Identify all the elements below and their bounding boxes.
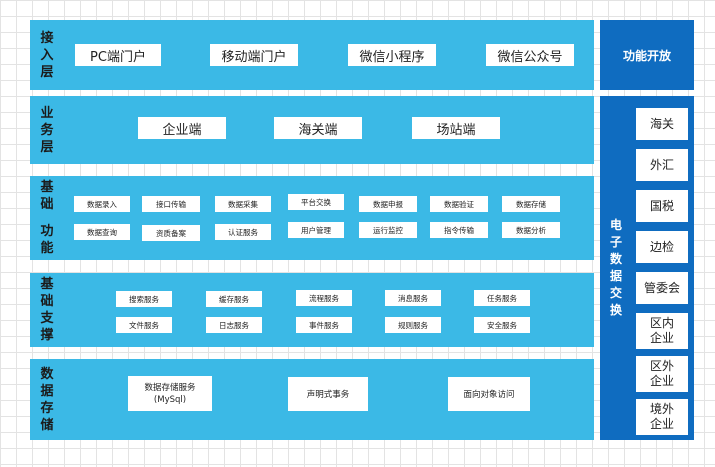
exchange-foreign-exchange[interactable]: 外汇: [636, 149, 688, 181]
support-message-service[interactable]: 消息服务: [385, 290, 441, 306]
func-data-validation[interactable]: 数据验证: [430, 196, 488, 212]
exchange-out-zone-enterprise[interactable]: 区外 企业: [636, 356, 688, 392]
support-security-service[interactable]: 安全服务: [474, 317, 530, 333]
data-storage-layer-label: 数 据 存 储: [40, 366, 54, 433]
func-data-collection[interactable]: 数据采集: [215, 196, 271, 212]
business-layer: 业 务 层 企业端 海关端 场站端: [30, 96, 594, 164]
data-storage-layer: 数 据 存 储 数据存储服务 (MySql) 声明式事务 面向对象访问: [30, 359, 594, 440]
func-data-declaration[interactable]: 数据申报: [359, 196, 417, 212]
mobile-portal-box[interactable]: 移动端门户: [210, 44, 298, 66]
func-data-entry[interactable]: 数据录入: [74, 196, 130, 212]
support-file-service[interactable]: 文件服务: [116, 317, 172, 333]
exchange-title: 电 子 数 据 交 换: [609, 218, 622, 317]
function-open-panel: 功能开放: [600, 20, 694, 90]
wechat-miniprogram-box[interactable]: 微信小程序: [348, 44, 436, 66]
enterprise-end-box[interactable]: 企业端: [138, 117, 226, 139]
func-operation-monitoring[interactable]: 运行监控: [359, 222, 417, 238]
func-qualification-filing[interactable]: 资质备案: [142, 225, 200, 241]
declarative-transaction-box[interactable]: 声明式事务: [288, 377, 368, 411]
exchange-overseas-enterprise[interactable]: 境外 企业: [636, 399, 688, 435]
support-event-service[interactable]: 事件服务: [296, 317, 352, 333]
func-user-management[interactable]: 用户管理: [288, 222, 344, 238]
business-layer-label: 业 务 层: [40, 105, 54, 155]
basic-support-layer: 基 础 支 撑 搜索服务 缓存服务 流程服务 消息服务 任务服务 文件服务 日志…: [30, 273, 594, 347]
support-search-service[interactable]: 搜索服务: [116, 291, 172, 307]
exchange-customs[interactable]: 海关: [636, 108, 688, 140]
exchange-state-tax[interactable]: 国税: [636, 190, 688, 222]
access-layer-label: 接 入 层: [40, 30, 54, 80]
wechat-official-account-box[interactable]: 微信公众号: [486, 44, 574, 66]
support-workflow-service[interactable]: 流程服务: [296, 290, 352, 306]
func-interface-transfer[interactable]: 接口传输: [142, 196, 200, 212]
station-end-box[interactable]: 场站端: [412, 117, 500, 139]
support-rule-service[interactable]: 规则服务: [385, 317, 441, 333]
func-data-storage[interactable]: 数据存储: [502, 196, 560, 212]
basic-function-layer: 基 础 功 能 数据录入 接口传输 数据采集 平台交换 数据申报 数据验证 数据…: [30, 176, 594, 260]
basic-function-layer-label: 基 础 功 能: [40, 180, 54, 256]
func-platform-exchange[interactable]: 平台交换: [288, 194, 344, 210]
support-cache-service[interactable]: 缓存服务: [206, 291, 262, 307]
exchange-in-zone-enterprise[interactable]: 区内 企业: [636, 313, 688, 349]
object-oriented-access-box[interactable]: 面向对象访问: [448, 377, 530, 411]
support-log-service[interactable]: 日志服务: [206, 317, 262, 333]
func-data-analysis[interactable]: 数据分析: [502, 222, 560, 238]
exchange-border-inspection[interactable]: 边检: [636, 231, 688, 263]
func-data-query[interactable]: 数据查询: [74, 224, 130, 240]
storage-service-mysql-box[interactable]: 数据存储服务 (MySql): [128, 376, 212, 411]
access-layer: 接 入 层 PC端门户 移动端门户 微信小程序 微信公众号: [30, 20, 594, 90]
pc-portal-box[interactable]: PC端门户: [75, 44, 161, 66]
support-task-service[interactable]: 任务服务: [474, 290, 530, 306]
customs-end-box[interactable]: 海关端: [274, 117, 362, 139]
exchange-management-committee[interactable]: 管委会: [636, 272, 688, 304]
basic-support-layer-label: 基 础 支 撑: [40, 277, 54, 343]
func-authentication-service[interactable]: 认证服务: [215, 224, 271, 240]
electronic-data-exchange-panel: 电 子 数 据 交 换 海关 外汇 国税 边检 管委会 区内 企业 区外 企业 …: [600, 96, 694, 440]
func-instruction-transfer[interactable]: 指令传输: [430, 222, 488, 238]
